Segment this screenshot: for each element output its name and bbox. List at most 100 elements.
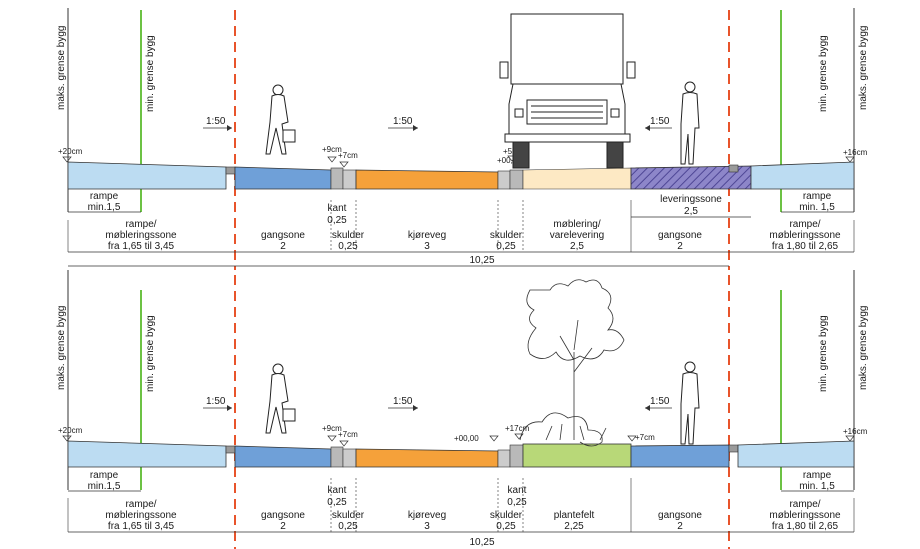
shoulder-right [497, 170, 511, 190]
svg-text:3: 3 [424, 241, 430, 252]
svg-text:plantefelt: plantefelt [554, 510, 595, 521]
svg-text:min. 1,5: min. 1,5 [799, 481, 835, 492]
truck-icon [499, 13, 636, 169]
svg-text:2,5: 2,5 [684, 206, 698, 217]
planting-bed [522, 443, 632, 468]
curb-kant-left [330, 446, 344, 468]
svg-text:rampe/: rampe/ [125, 499, 156, 510]
max-building-label: maks. grense bygg [858, 26, 869, 111]
svg-text:1:50: 1:50 [650, 116, 670, 127]
svg-text:rampe: rampe [90, 470, 119, 481]
svg-text:2,25: 2,25 [564, 521, 584, 532]
svg-text:10,25: 10,25 [469, 537, 494, 548]
svg-text:min. 1,5: min. 1,5 [799, 202, 835, 213]
svg-text:1:50: 1:50 [650, 396, 670, 407]
svg-text:skulder: skulder [332, 510, 365, 521]
segment-labels: rampe min.1,5 kant 0,25 leveringssone 2,… [88, 191, 836, 226]
pedestrian-figure [265, 84, 296, 155]
max-building-label: maks. grense bygg [56, 26, 67, 111]
svg-text:10,25: 10,25 [469, 255, 494, 266]
svg-text:min.1,5: min.1,5 [88, 481, 121, 492]
svg-text:fra 1,80 til 2,65: fra 1,80 til 2,65 [772, 521, 839, 532]
svg-text:møbleringssone: møbleringssone [769, 510, 841, 521]
ramp-left [67, 161, 227, 190]
svg-text:gangsone: gangsone [261, 510, 305, 521]
tree-icon [519, 279, 625, 447]
svg-text:gangsone: gangsone [658, 510, 702, 521]
svg-text:2: 2 [677, 521, 683, 532]
svg-text:møbleringssone: møbleringssone [769, 230, 841, 241]
roadway [355, 448, 499, 468]
svg-text:varelevering: varelevering [550, 230, 604, 241]
svg-text:+16cm: +16cm [843, 427, 868, 436]
svg-text:+20cm: +20cm [58, 426, 83, 435]
svg-text:min.1,5: min.1,5 [88, 202, 121, 213]
curb-left [225, 166, 236, 175]
svg-text:1:50: 1:50 [206, 396, 226, 407]
svg-text:1:50: 1:50 [393, 396, 413, 407]
svg-text:kjøreveg: kjøreveg [408, 510, 446, 521]
curb-right [728, 164, 739, 173]
svg-text:2: 2 [280, 521, 286, 532]
svg-text:fra 1,65 til 3,45: fra 1,65 til 3,45 [108, 241, 175, 252]
svg-text:møbleringssone: møbleringssone [105, 510, 177, 521]
svg-text:rampe/: rampe/ [789, 219, 820, 230]
svg-text:fra 1,65 til 3,45: fra 1,65 til 3,45 [108, 521, 175, 532]
svg-text:0,25: 0,25 [327, 215, 347, 226]
sidewalk-right [630, 444, 730, 468]
curb-kant-right [509, 169, 524, 190]
pedestrian-figure [680, 361, 700, 445]
svg-text:rampe: rampe [803, 191, 832, 202]
svg-text:møbleringssone: møbleringssone [105, 230, 177, 241]
furnishing-zone [522, 167, 632, 190]
min-building-label: min. grense bygg [818, 35, 829, 112]
svg-text:+9cm: +9cm [322, 424, 342, 433]
svg-text:0,25: 0,25 [507, 497, 527, 508]
min-building-label: min. grense bygg [145, 35, 156, 112]
svg-text:møblering/: møblering/ [553, 219, 600, 230]
dimension-labels: rampe/ møbleringssone fra 1,65 til 3,45 … [67, 200, 855, 267]
sidewalk-left [234, 445, 332, 468]
svg-text:+9cm: +9cm [322, 145, 342, 154]
svg-text:fra 1,80 til 2,65: fra 1,80 til 2,65 [772, 241, 839, 252]
svg-text:rampe/: rampe/ [789, 499, 820, 510]
svg-text:0,25: 0,25 [338, 241, 358, 252]
min-building-label: min. grense bygg [145, 315, 156, 392]
svg-text:leveringssone: leveringssone [660, 194, 722, 205]
shoulder-left [342, 448, 357, 468]
pedestrian-figure [265, 363, 296, 434]
svg-text:kant: kant [328, 203, 347, 214]
elevation-markers: +20cm +9cm +7cm +5cm +00,00 +16cm [58, 145, 868, 168]
slope-labels: 1:50 1:50 1:50 [203, 116, 672, 131]
svg-text:skulder: skulder [490, 510, 523, 521]
svg-text:kant: kant [508, 485, 527, 496]
svg-text:2,5: 2,5 [570, 241, 584, 252]
pedestrian-figure [680, 81, 700, 165]
svg-text:0,25: 0,25 [496, 241, 516, 252]
max-building-label: maks. grense bygg [56, 306, 67, 391]
max-building-label: maks. grense bygg [858, 306, 869, 391]
svg-text:0,25: 0,25 [327, 497, 347, 508]
svg-text:skulder: skulder [332, 230, 365, 241]
svg-text:+00,00: +00,00 [454, 434, 479, 443]
bottom-section: maks. grense bygg min. grense bygg min. … [56, 270, 869, 549]
svg-text:0,25: 0,25 [496, 521, 516, 532]
svg-text:1:50: 1:50 [206, 116, 226, 127]
svg-text:rampe/: rampe/ [125, 219, 156, 230]
svg-text:3: 3 [424, 521, 430, 532]
ramp-right [737, 440, 855, 468]
segment-labels: rampe min.1,5 kant 0,25 kant 0,25 rampe … [88, 470, 836, 508]
top-section: maks. grense bygg min. grense bygg min. … [56, 8, 869, 270]
svg-text:kjøreveg: kjøreveg [408, 230, 446, 241]
svg-text:0,25: 0,25 [338, 521, 358, 532]
shoulder-left [342, 169, 357, 190]
svg-text:kant: kant [328, 485, 347, 496]
ramp-left [67, 440, 227, 468]
svg-text:gangsone: gangsone [658, 230, 702, 241]
dimension-labels: rampe/ møbleringssone fra 1,65 til 3,45 … [67, 478, 855, 548]
roadway [355, 169, 499, 190]
svg-text:+7cm: +7cm [338, 430, 358, 439]
svg-text:+00,00: +00,00 [497, 156, 522, 165]
svg-text:gangsone: gangsone [261, 230, 305, 241]
